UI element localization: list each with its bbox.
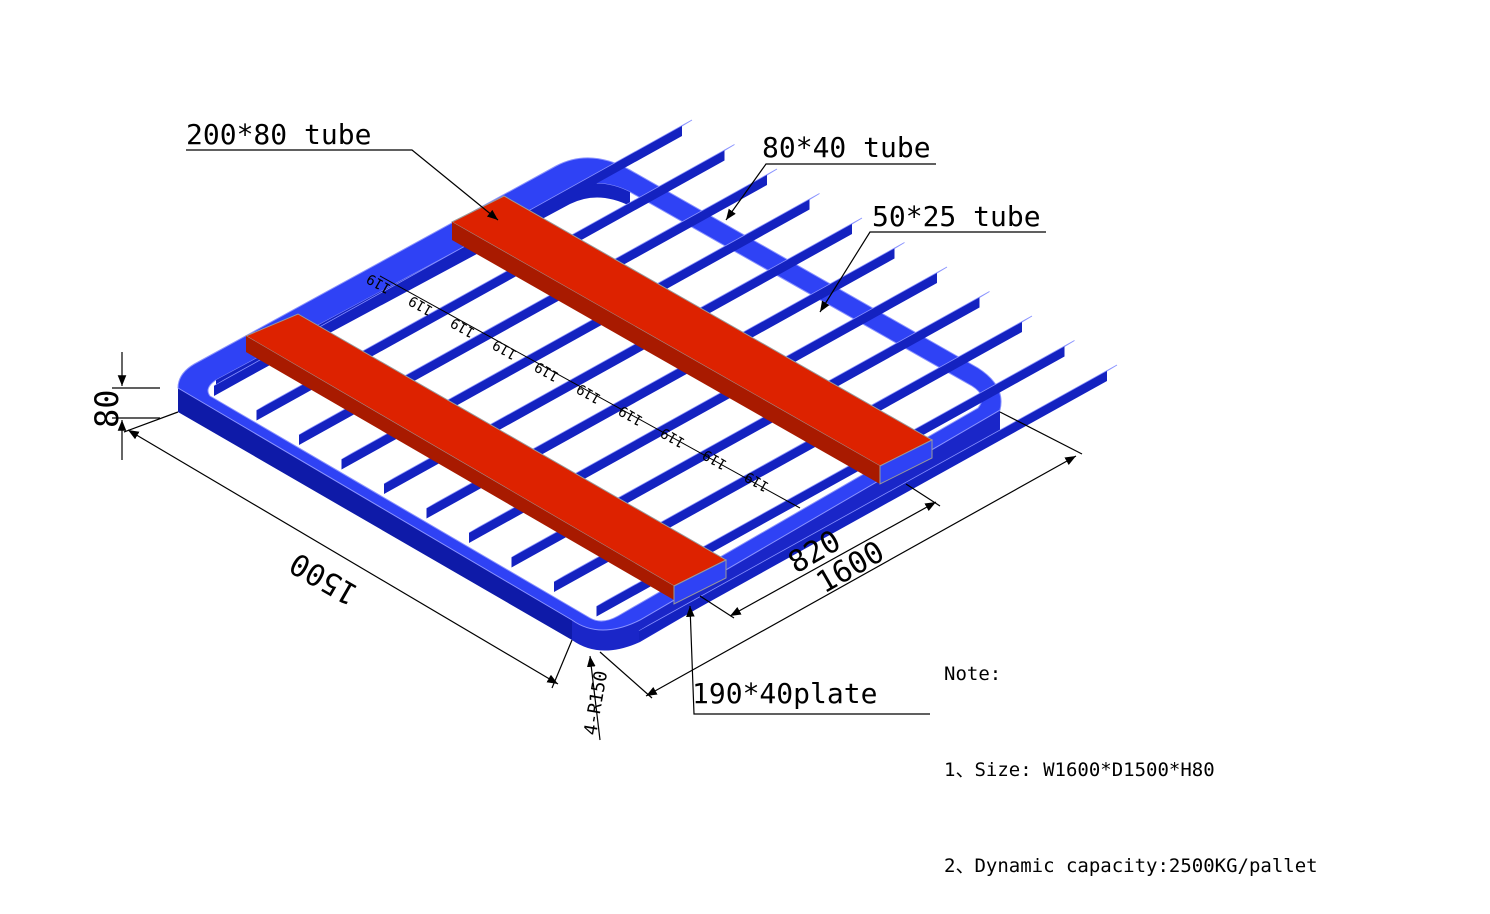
dim-depth-1500: 1500	[284, 545, 364, 611]
label-80x40-tube: 80*40 tube	[762, 131, 931, 164]
dim-corner-radius: 4-R150	[580, 669, 612, 737]
slat-side	[341, 199, 810, 470]
slat-gap-label: 119	[532, 358, 562, 385]
plate-back-top	[450, 195, 934, 467]
slat-side	[469, 273, 937, 543]
slat-side	[214, 126, 682, 396]
slat-side	[299, 175, 767, 445]
slat-side	[384, 224, 852, 494]
callout-leaders	[186, 149, 1046, 715]
note-block: Note: 1、Size: W1600*D1500*H80 2、Dynamic …	[944, 594, 1318, 914]
dim-height-80: 80	[88, 389, 126, 428]
slat-side	[511, 297, 980, 568]
slat-side	[256, 150, 725, 421]
label-200x80-tube: 200*80 tube	[186, 118, 371, 151]
slat-gap-label: 119	[490, 336, 520, 363]
pallet-drawing: 119119119119119119119119119119 200*80 tu…	[88, 118, 1118, 741]
note-line-1: 1、Size: W1600*D1500*H80	[944, 759, 1215, 781]
label-190x40-plate: 190*40plate	[692, 677, 877, 710]
plate-back-side	[452, 222, 880, 484]
dimension-lines	[112, 352, 1083, 741]
note-title: Note:	[944, 663, 1002, 685]
note-line-2: 2、Dynamic capacity:2500KG/pallet	[944, 855, 1318, 877]
label-50x25-tube: 50*25 tube	[872, 200, 1041, 233]
frame-top	[177, 157, 1002, 631]
